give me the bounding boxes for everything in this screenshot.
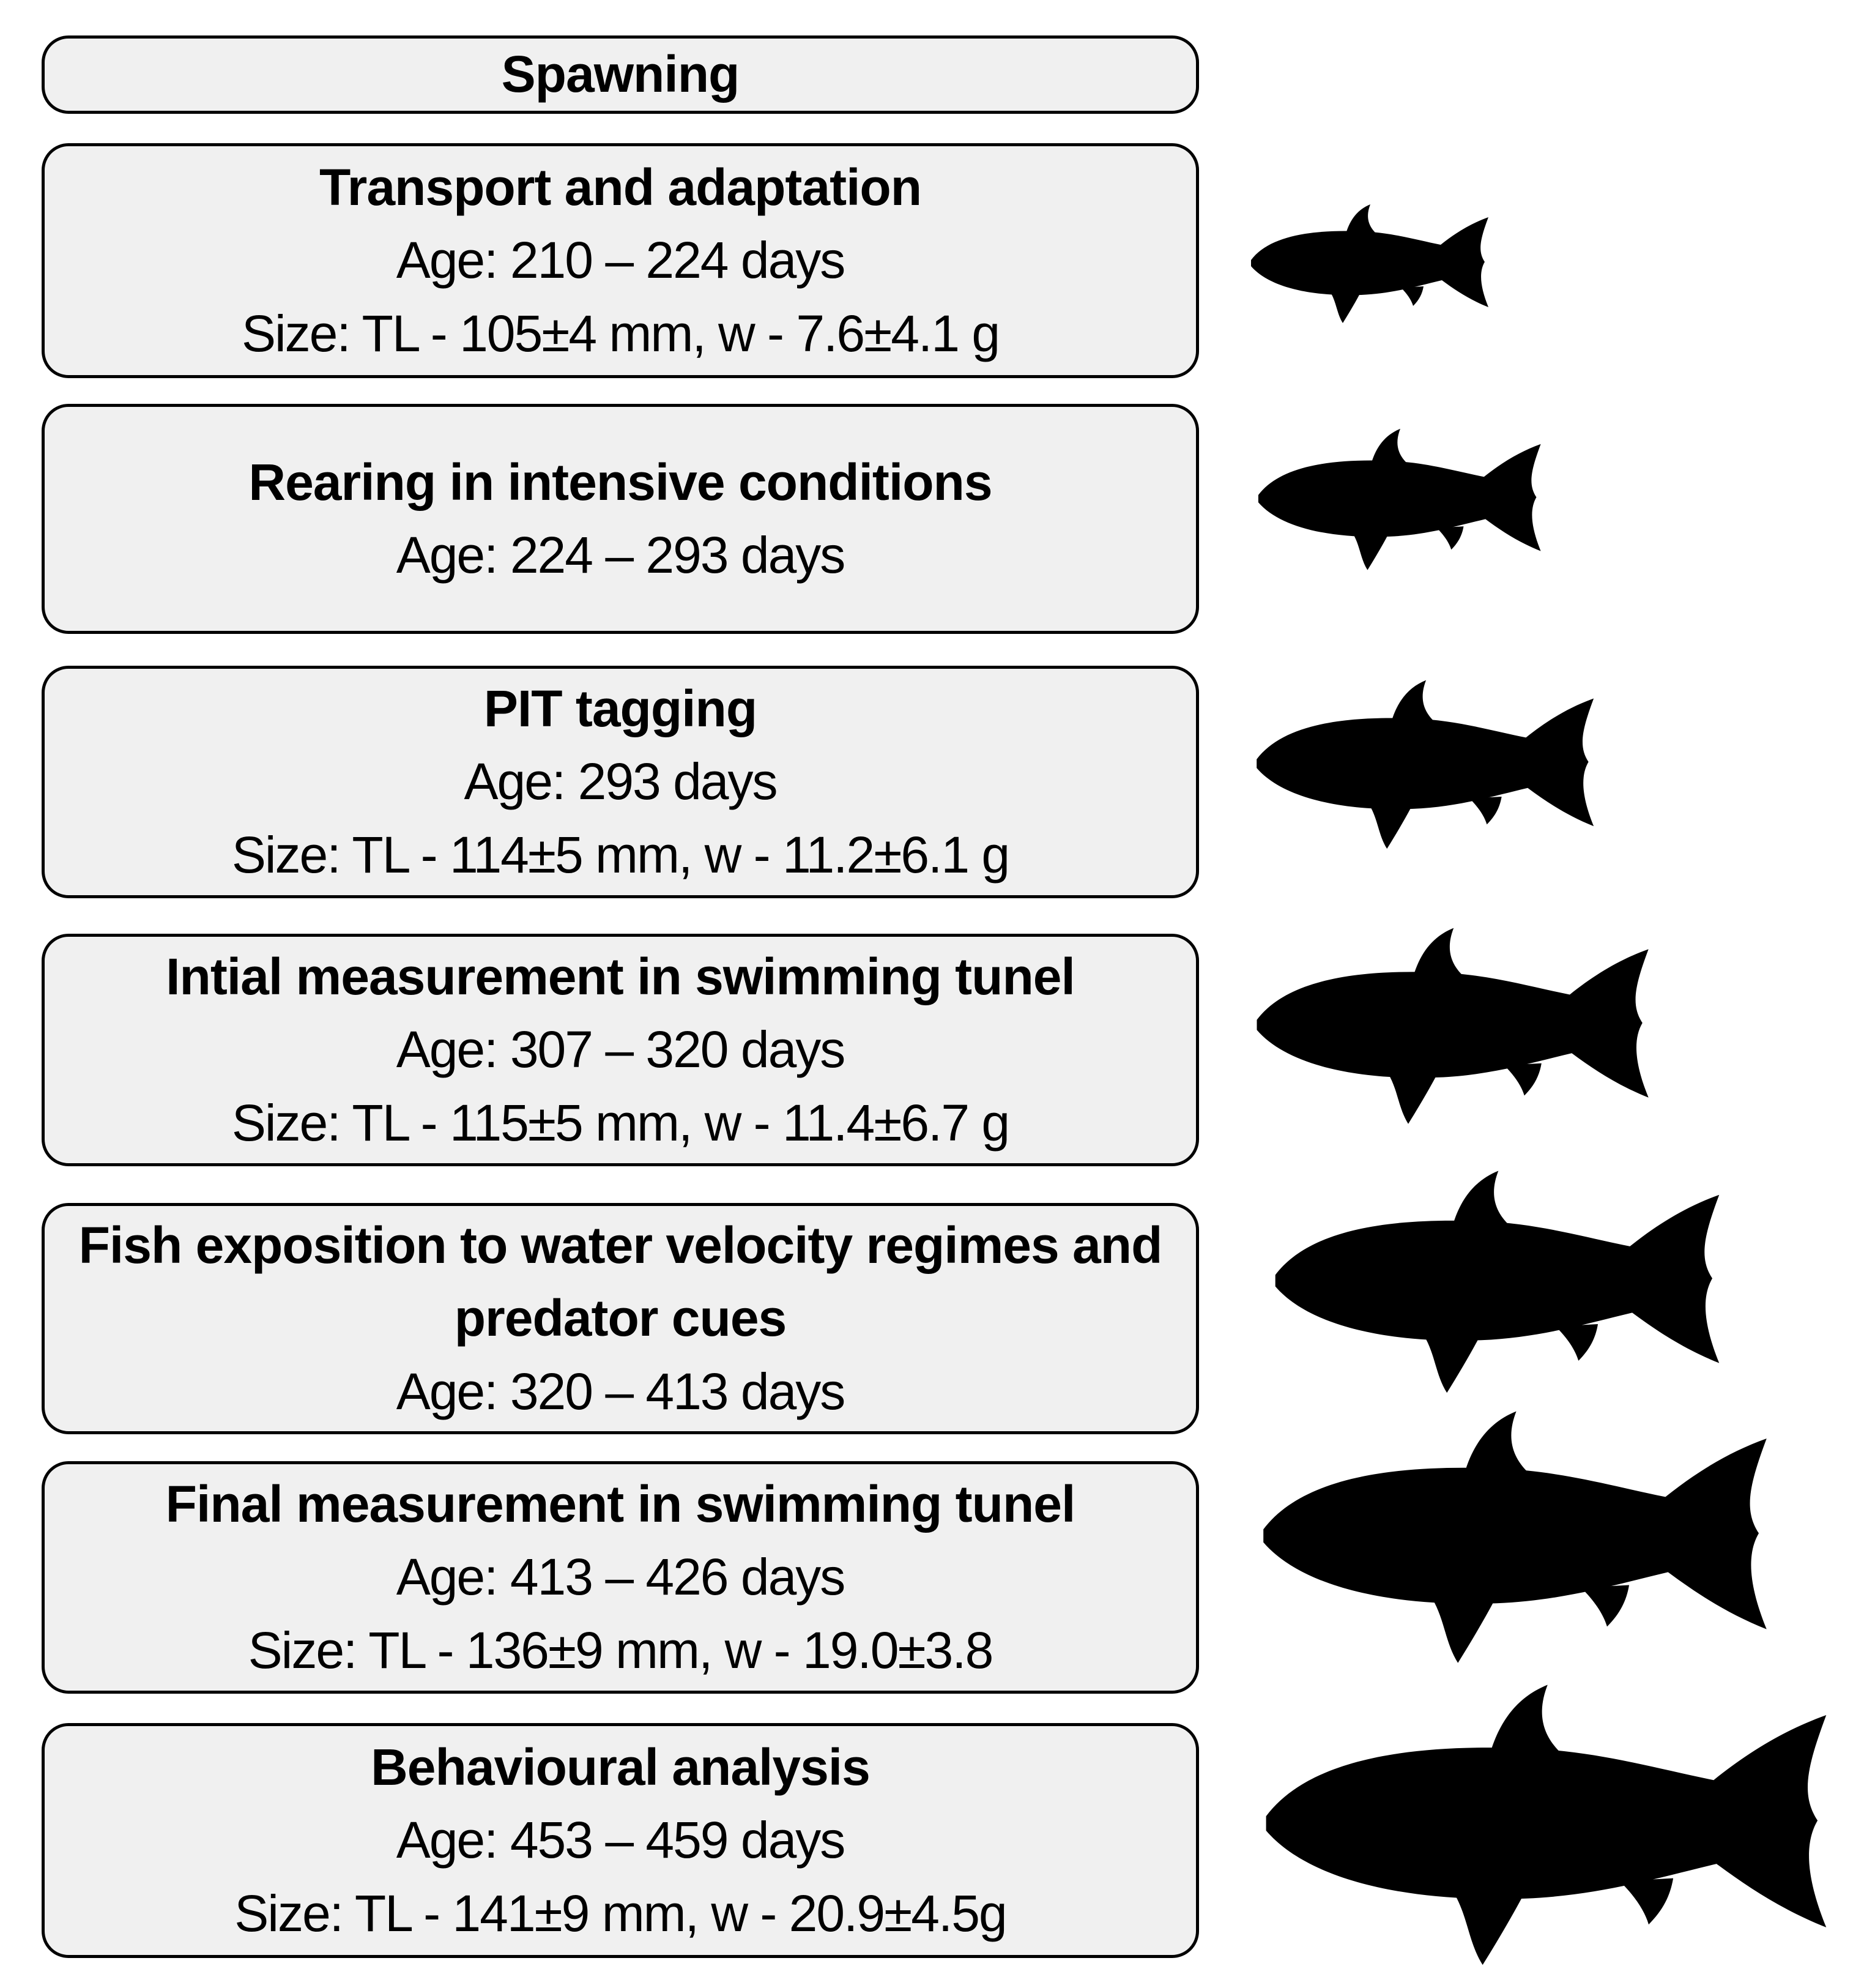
stage-age: Age: 210 – 224 days [396, 231, 846, 289]
stage-age: Age: 307 – 320 days [396, 1021, 846, 1079]
fish-icon [1266, 1685, 1827, 1965]
stage-age: Age: 413 – 426 days [396, 1548, 846, 1606]
fish-icon [1251, 204, 1488, 323]
stage-size: Size: TL - 141±9 mm, w - 20.9±4.5g [234, 1884, 1007, 1942]
stage-box-initial-measurement: Intial measurement in swimming tunel Age… [42, 934, 1199, 1166]
stage-size: Size: TL - 114±5 mm, w - 11.2±6.1 g [231, 825, 1010, 884]
fish-icon [1275, 1171, 1720, 1393]
fish-icon [1257, 928, 1649, 1124]
stage-box-rearing: Rearing in intensive conditions Age: 224… [42, 404, 1199, 634]
stage-size: Size: TL - 105±4 mm, w - 7.6±4.1 g [241, 304, 1000, 362]
stage-age: Age: 320 – 413 days [396, 1362, 846, 1420]
fish-icon [1257, 680, 1594, 849]
stage-title: Final measurement in swimming tunel [165, 1475, 1076, 1533]
stage-box-exposition: Fish exposition to water velocity regime… [42, 1203, 1199, 1434]
stage-title: Behavioural analysis [371, 1738, 871, 1796]
stage-box-transport: Transport and adaptation Age: 210 – 224 … [42, 143, 1199, 378]
stage-title: Rearing in intensive conditions [248, 453, 992, 511]
stage-age: Age: 453 – 459 days [396, 1811, 846, 1869]
stage-age: Age: 293 days [464, 753, 778, 811]
stage-title: PIT tagging [483, 680, 757, 738]
stage-box-spawning: Spawning [42, 35, 1199, 114]
stage-title: Spawning [501, 45, 740, 103]
fish-icon [1263, 1411, 1767, 1663]
stage-size: Size: TL - 115±5 mm, w - 11.4±6.7 g [231, 1093, 1010, 1152]
stage-age: Age: 224 – 293 days [396, 526, 846, 584]
stage-size: Size: TL - 136±9 mm, w - 19.0±3.8 [248, 1621, 994, 1679]
stage-box-final-measurement: Final measurement in swimming tunel Age:… [42, 1461, 1199, 1694]
stage-title: Intial measurement in swimming tunel [166, 948, 1075, 1006]
stage-box-behavioural: Behavioural analysis Age: 453 – 459 days… [42, 1723, 1199, 1958]
stage-title: Transport and adaptation [319, 158, 922, 217]
stage-title: Fish exposition to water velocity regime… [78, 1216, 1163, 1347]
stage-box-pit-tagging: PIT tagging Age: 293 days Size: TL - 114… [42, 666, 1199, 898]
fish-icon [1258, 428, 1541, 570]
